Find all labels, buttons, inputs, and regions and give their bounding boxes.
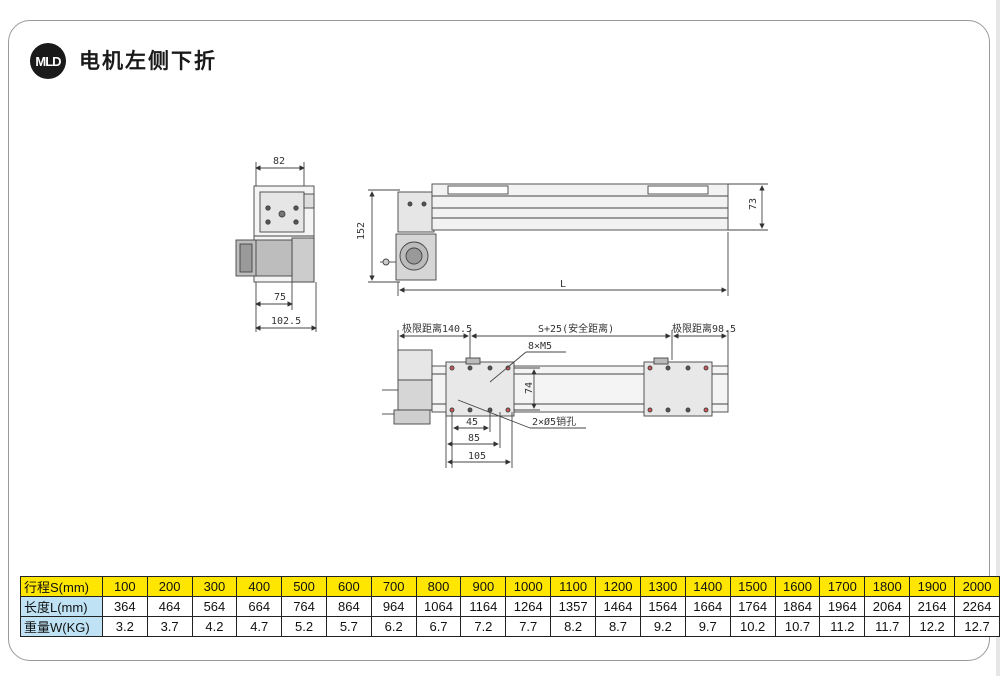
table-cell: 4.7 [236,616,283,637]
screw-note-label: 8×M5 [528,341,552,352]
table-cell: 1100 [550,576,597,597]
table-cell: 1964 [819,596,866,617]
dim-45-label: 45 [466,417,478,428]
table-cell: 1664 [684,596,731,617]
table-cell: 764 [281,596,327,617]
table-cell: 864 [325,596,372,617]
page-title: 电机左侧下折 [79,49,217,73]
side-view [235,162,317,332]
table-cell: 200 [146,576,193,597]
dim-l-label: L [560,279,566,290]
table-cell: 964 [370,596,417,617]
table-cell: 1164 [460,596,507,617]
table-cell: 600 [325,576,372,597]
table-cell: 1764 [729,596,776,617]
table-cell: 100 [101,576,148,597]
table-cell: 464 [146,596,193,617]
table-cell: 12.2 [909,616,956,637]
table-cell: 12.7 [954,616,1000,637]
pin-note-label: 2×Ø5销孔 [532,415,576,428]
table-cell: 500 [281,576,327,597]
table-cell: 564 [191,596,238,617]
stroke-label: S+25(安全距离) [538,322,614,335]
table-cell: 2164 [909,596,956,617]
table-cell: 1500 [729,576,776,597]
brand-logo: MLD [30,43,66,79]
table-cell: 1864 [774,596,821,617]
table-cell: 300 [191,576,238,597]
table-cell: 5.7 [325,616,372,637]
limit-right-label: 极限距离98.5 [672,322,736,335]
table-cell: 1300 [639,576,686,597]
dim-75-label: 75 [274,292,286,303]
table-cell: 1564 [639,596,686,617]
dim-74-label: 74 [524,382,535,394]
row-header: 重量W(KG) [20,616,103,637]
dim-102-5-label: 102.5 [271,316,301,327]
table-cell: 3.7 [146,616,193,637]
dim-85-label: 85 [468,433,480,444]
table-cell: 10.7 [774,616,821,637]
table-cell: 11.7 [864,616,911,637]
table-cell: 11.2 [819,616,866,637]
row-header: 行程S(mm) [20,576,103,597]
table-cell: 8.2 [550,616,597,637]
table-cell: 800 [415,576,462,597]
table-cell: 1000 [505,576,552,597]
table-cell: 1464 [595,596,641,617]
table-cell: 7.2 [460,616,507,637]
dim-152-label: 152 [356,222,367,240]
table-cell: 5.2 [281,616,327,637]
table-cell: 1264 [505,596,552,617]
table-cell: 1700 [819,576,866,597]
table-cell: 1064 [415,596,462,617]
row-header: 长度L(mm) [20,596,103,617]
table-cell: 8.7 [595,616,641,637]
table-cell: 3.2 [101,616,148,637]
table-cell: 10.2 [729,616,776,637]
table-cell: 2000 [954,576,1000,597]
table-cell: 4.2 [191,616,238,637]
table-cell: 400 [236,576,283,597]
page-frame [8,20,990,661]
technical-drawing: 82 75 102.5 152 73 L [235,156,768,468]
table-cell: 2264 [954,596,1000,617]
table-cell: 7.7 [505,616,552,637]
limit-left-label: 极限距离140.5 [402,322,472,335]
table-cell: 9.2 [639,616,686,637]
dim-105-label: 105 [468,451,486,462]
table-cell: 1900 [909,576,956,597]
dim-73-label: 73 [748,198,759,210]
table-cell: 2064 [864,596,911,617]
table-cell: 1200 [595,576,641,597]
top-view [382,330,729,468]
page-edge [996,0,1000,676]
table-cell: 1400 [684,576,731,597]
table-cell: 700 [370,576,417,597]
table-cell: 1357 [550,596,597,617]
table-cell: 364 [101,596,148,617]
table-cell: 1800 [864,576,911,597]
table-cell: 6.2 [370,616,417,637]
front-view [368,183,768,296]
table-cell: 664 [236,596,283,617]
table-cell: 1600 [774,576,821,597]
table-cell: 6.7 [415,616,462,637]
table-cell: 900 [460,576,507,597]
dim-82-label: 82 [273,156,285,167]
table-cell: 9.7 [684,616,731,637]
